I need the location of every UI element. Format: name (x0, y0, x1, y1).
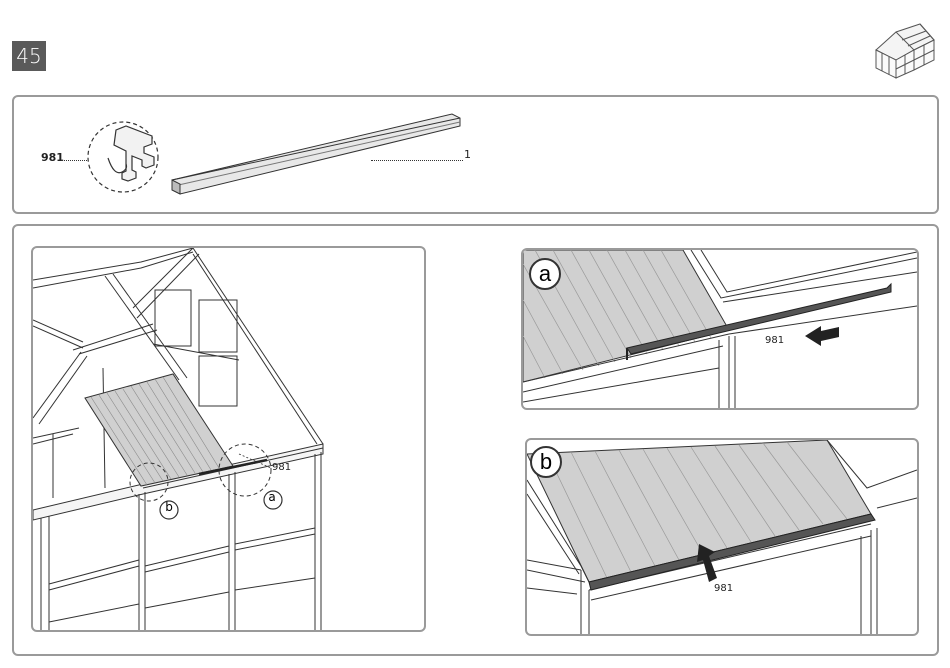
greenhouse-icon (868, 20, 938, 82)
detail-a-badge: a (529, 258, 561, 290)
step-number: 45 (12, 41, 46, 71)
detail-b-part-label: 981 (714, 583, 733, 594)
detail-b-badge: b (530, 446, 562, 478)
detail-a-badge-text: a (539, 261, 551, 286)
detail-a-marker: a (264, 490, 280, 504)
part-code-label: 981 (41, 151, 64, 164)
overview-illustration (31, 246, 426, 632)
glazing-profile-bar (168, 108, 464, 200)
overview-part-label: 981 (272, 462, 291, 473)
detail-b-badge-text: b (540, 449, 552, 474)
profile-detail-circle (82, 118, 162, 196)
detail-b-illustration (525, 438, 919, 636)
quantity-leader-line (371, 160, 463, 161)
part-leader-line (61, 160, 87, 161)
detail-b-marker: b (161, 500, 177, 514)
detail-a-illustration (521, 248, 919, 410)
quantity-label: 1 (464, 148, 471, 161)
detail-a-part-label: 981 (765, 335, 784, 346)
